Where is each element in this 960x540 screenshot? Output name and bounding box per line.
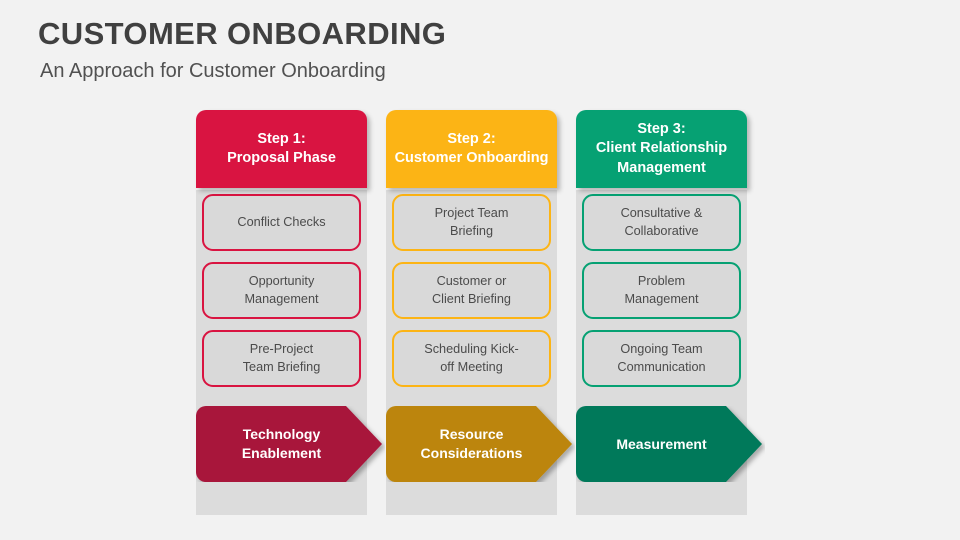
step-header-step-2[interactable]: Step 2: Customer Onboarding — [386, 110, 557, 188]
process-column-step-2: Step 2: Customer Onboarding Project Team… — [386, 110, 572, 515]
process-column-step-3: Step 3: Client Relationship Management C… — [576, 110, 762, 515]
chevron-path — [196, 406, 382, 482]
chevron-arrow-icon — [576, 406, 762, 482]
step-header-line: Proposal Phase — [227, 150, 336, 166]
step-header-line: Customer Onboarding — [394, 150, 549, 166]
list-item[interactable]: Scheduling Kick-off Meeting — [392, 330, 551, 387]
chevron-path — [576, 406, 762, 482]
chevron-arrow-icon — [196, 406, 382, 482]
step-header-line: Step 2: — [447, 130, 496, 147]
step-header-label-step-2: Step 2: Customer Onboarding — [389, 130, 555, 169]
process-column-step-1: Step 1: Proposal Phase Conflict Checks O… — [196, 110, 382, 515]
list-item[interactable]: Conflict Checks — [202, 194, 361, 251]
page-subtitle: An Approach for Customer Onboarding — [40, 60, 386, 82]
step-header-line: Management — [617, 159, 706, 176]
step-header-line: Client Relationship — [595, 140, 728, 157]
chevron-path — [386, 406, 572, 482]
step-header-step-3[interactable]: Step 3: Client Relationship Management — [576, 110, 747, 188]
list-item[interactable]: Consultative &Collaborative — [582, 194, 741, 251]
step-header-step-1[interactable]: Step 1: Proposal Phase — [196, 110, 367, 188]
list-item-label: Consultative &Collaborative — [620, 206, 703, 238]
step-header-line: Step 1: — [257, 130, 306, 147]
footer-chevron-step-3[interactable]: Measurement — [576, 406, 762, 482]
list-item-label: Scheduling Kick-off Meeting — [424, 342, 519, 374]
step-header-line: Step 3: — [637, 121, 686, 138]
list-item-label: Conflict Checks — [237, 214, 326, 229]
page-title: CUSTOMER ONBOARDING — [38, 16, 447, 51]
step-header-label-step-3: Step 3: Client Relationship Management — [590, 120, 733, 178]
step-header-label-step-1: Step 1: Proposal Phase — [221, 130, 342, 169]
chevron-arrow-icon — [386, 406, 572, 482]
